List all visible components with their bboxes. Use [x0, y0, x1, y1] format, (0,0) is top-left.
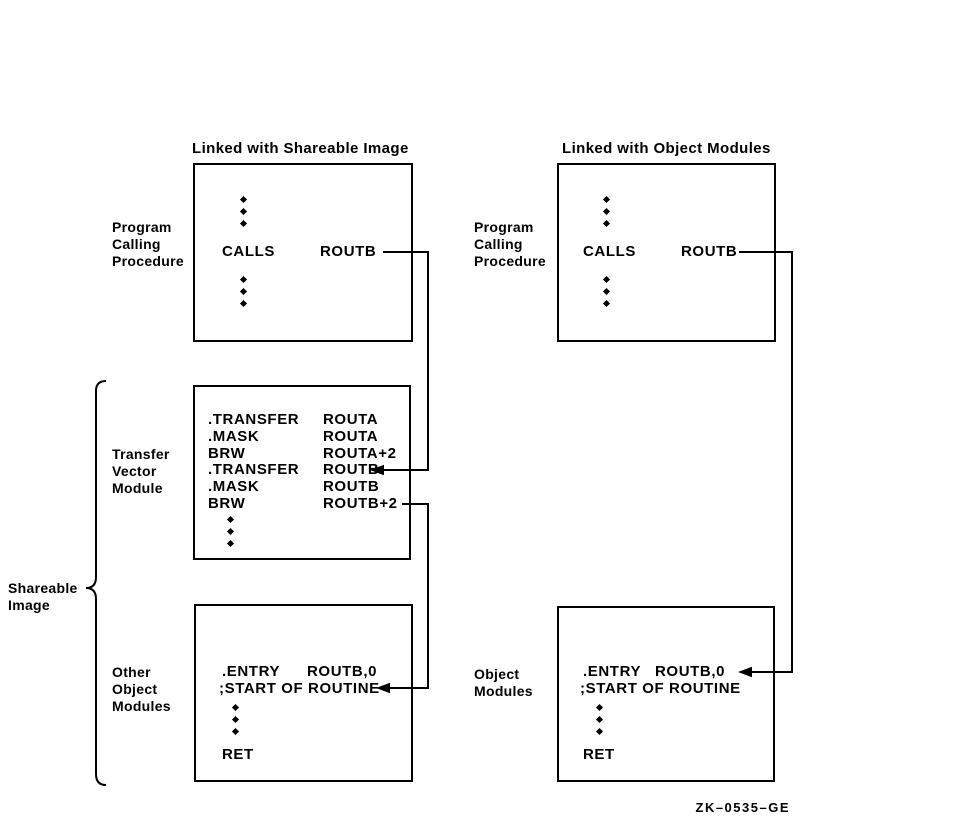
vertical-ellipsis-icon [595, 703, 604, 736]
code-operand: ROUTB,0 [655, 663, 726, 680]
transfer-vector-code: .TRANSFER ROUTA .MASK ROUTA BRW ROUTA+2 … [208, 411, 398, 513]
shareable-image-brace [85, 380, 107, 786]
code-line: .ENTRY ROUTB,0 [583, 663, 741, 681]
code-line: .MASK ROUTA [208, 427, 398, 446]
code-operand: ROUTA [323, 411, 379, 428]
code-mnemonic: .MASK [208, 427, 260, 445]
vertical-ellipsis-icon [226, 515, 235, 548]
vertical-ellipsis-icon [602, 195, 611, 228]
code-mnemonic: CALLS [222, 243, 275, 260]
code-operand: ROUTA+2 [323, 444, 397, 462]
code-mnemonic: .TRANSFER [208, 411, 300, 428]
shareable-image-label: Shareable Image [8, 580, 78, 613]
figure-number: ZK–0535–GE [695, 800, 790, 815]
code-mnemonic: .MASK [208, 478, 260, 496]
other-object-modules-label: Other Object Modules [112, 664, 171, 714]
program-calling-procedure-box-left [193, 163, 413, 342]
right-column-header: Linked with Object Modules [562, 140, 771, 157]
left-column-header: Linked with Shareable Image [192, 140, 409, 157]
program-calling-procedure-label-right: Program Calling Procedure [474, 219, 546, 269]
vertical-ellipsis-icon [602, 275, 611, 308]
object-modules-label: Object Modules [474, 666, 533, 699]
code-line: .TRANSFER ROUTA [208, 411, 398, 429]
code-comment: ;START OF ROUTINE [219, 679, 380, 697]
code-mnemonic: .TRANSFER [208, 461, 300, 479]
vertical-ellipsis-icon [239, 275, 248, 308]
code-line: BRW ROUTB+2 [208, 494, 398, 513]
code-line: CALLS ROUTB [222, 243, 377, 261]
code-mnemonic: BRW [208, 494, 246, 512]
code-operand: ROUTA [323, 427, 379, 445]
code-operand: ROUTB+2 [323, 494, 398, 512]
other-object-modules-box [194, 604, 413, 782]
code-operand: ROUTB [323, 461, 380, 479]
code-line: .TRANSFER ROUTB [208, 462, 398, 479]
code-line: CALLS ROUTB [583, 243, 738, 261]
code-mnemonic: .ENTRY [222, 663, 281, 680]
call-to-transfer-vector-connector [370, 251, 429, 476]
program-calling-procedure-box-right [557, 163, 776, 342]
transfer-vector-module-box [193, 385, 411, 560]
code-operand: ROUTB,0 [307, 663, 378, 680]
code-mnemonic: BRW [208, 444, 246, 462]
code-operand: ROUTB [320, 243, 377, 260]
program-calling-procedure-label-left: Program Calling Procedure [112, 219, 184, 269]
vertical-ellipsis-icon [231, 703, 240, 736]
code-mnemonic: .ENTRY [583, 663, 642, 680]
call-to-entry-connector [738, 251, 793, 678]
code-line: BRW ROUTA+2 [208, 444, 398, 463]
code-comment: ;START OF ROUTINE [580, 679, 741, 697]
code-line: .ENTRY ROUTB,0 [222, 663, 380, 681]
code-operand: ROUTB [323, 478, 380, 496]
object-modules-box [557, 606, 775, 782]
routine-code-left: .ENTRY ROUTB,0 ;START OF ROUTINE [219, 663, 380, 698]
code-operand: ROUTB [681, 243, 738, 260]
code-mnemonic: CALLS [583, 243, 636, 260]
vertical-ellipsis-icon [239, 195, 248, 228]
code-line-ret: RET [583, 746, 615, 763]
code-line: .MASK ROUTB [208, 478, 398, 496]
brw-to-routine-connector [376, 503, 429, 694]
routine-code-right: .ENTRY ROUTB,0 ;START OF ROUTINE [580, 663, 741, 698]
transfer-vector-module-label: Transfer Vector Module [112, 446, 170, 496]
code-line-ret: RET [222, 746, 254, 763]
